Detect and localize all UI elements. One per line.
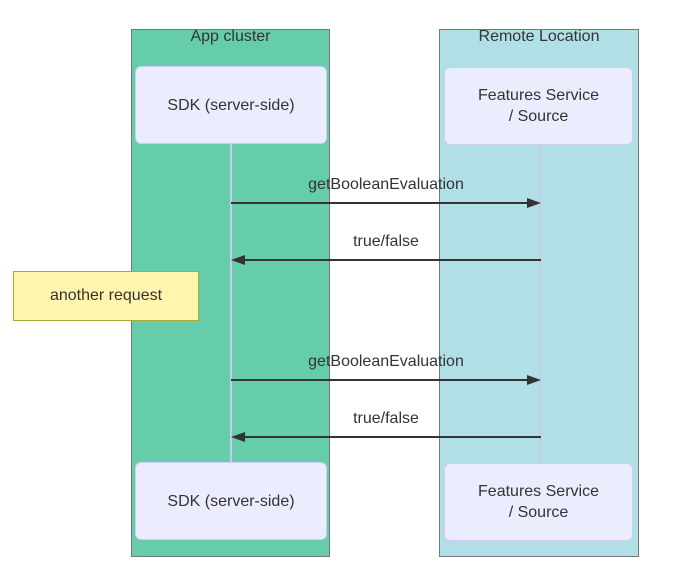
message-1-arrow-line: [231, 202, 527, 204]
message-2-label: true/false: [353, 233, 419, 250]
arrowhead-right-icon: [527, 198, 541, 208]
actor-features-bottom-label-line2: / Source: [508, 504, 569, 521]
message-3-label: getBooleanEvaluation: [308, 353, 464, 370]
message-4-label: true/false: [353, 410, 419, 427]
actor-features-bottom: Features Service / Source: [444, 463, 633, 541]
lifeline-sdk: [230, 144, 232, 462]
actor-features-top-label-line2: / Source: [508, 108, 569, 125]
actor-features-bottom-label-line1: Features Service: [478, 483, 599, 500]
actor-sdk-top-label: SDK (server-side): [167, 96, 295, 114]
message-4-arrow-line: [245, 436, 541, 438]
arrowhead-right-icon: [527, 375, 541, 385]
actor-sdk-bottom: SDK (server-side): [135, 462, 327, 540]
arrowhead-left-icon: [231, 432, 245, 442]
group-label-app-cluster: App cluster: [190, 28, 271, 45]
actor-sdk-top: SDK (server-side): [135, 66, 327, 144]
arrowhead-left-icon: [231, 255, 245, 265]
actor-features-top-label-line1: Features Service: [478, 87, 599, 104]
message-1-label: getBooleanEvaluation: [308, 176, 464, 193]
group-label-remote-location: Remote Location: [478, 28, 600, 45]
actor-sdk-bottom-label: SDK (server-side): [167, 492, 295, 510]
lifeline-features-service: [539, 144, 541, 462]
message-2-arrow-line: [245, 259, 541, 261]
actor-features-top: Features Service / Source: [444, 67, 633, 145]
message-3-arrow-line: [231, 379, 527, 381]
note-another-request: another request: [13, 271, 199, 321]
note-text: another request: [49, 287, 163, 304]
